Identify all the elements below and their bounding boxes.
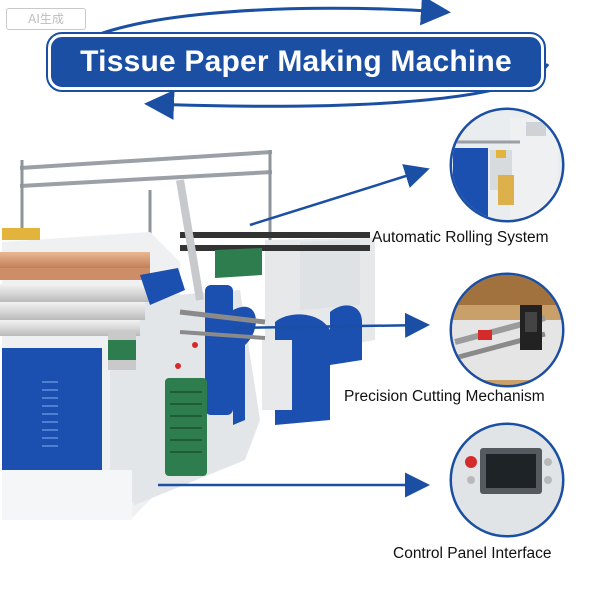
- callout-label-rolling: Automatic Rolling System: [372, 229, 549, 246]
- inset-control-panel: [449, 422, 565, 538]
- ai-generated-badge: AI生成: [6, 8, 86, 30]
- title-banner: Tissue Paper Making Machine: [46, 32, 546, 92]
- inset-cutting-mechanism: [449, 272, 565, 388]
- callout-label-control: Control Panel Interface: [393, 545, 552, 562]
- callout-label-cutting: Precision Cutting Mechanism: [344, 388, 545, 405]
- inset-rolling-system: [449, 107, 565, 223]
- page-title: Tissue Paper Making Machine: [80, 45, 512, 78]
